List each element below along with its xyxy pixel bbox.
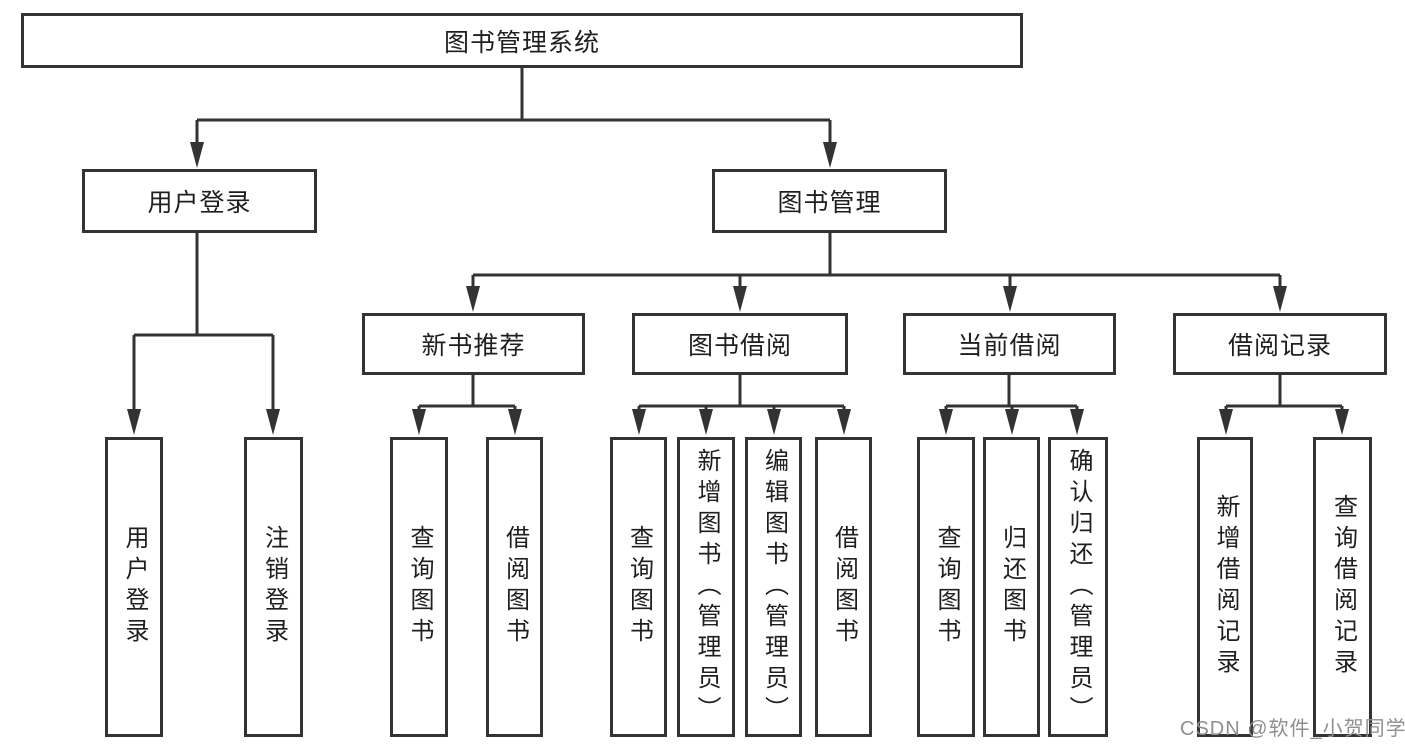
node-root-label: 图书管理系统 — [443, 28, 600, 57]
connector-current-to-children — [944, 375, 1079, 412]
arrow-down-icon — [939, 409, 953, 435]
node-user-login-module: 用户登录 — [82, 169, 317, 233]
arrow-down-icon — [767, 409, 781, 435]
arrow-down-icon — [1335, 409, 1349, 435]
vnode-borrow-books-recommend: 借阅图书 — [486, 437, 543, 737]
node-label: 图书管理 — [777, 189, 882, 217]
vnode-label: 查询图书 — [406, 525, 433, 649]
vnode-add-borrow-record: 新增借阅记录 — [1197, 437, 1253, 737]
node-book-borrowing: 图书借阅 — [632, 313, 848, 375]
arrow-down-icon — [699, 409, 713, 435]
vnode-label: 借阅图书 — [830, 525, 858, 649]
node-new-book-recommend: 新书推荐 — [362, 313, 585, 375]
vnode-label: 用户登录 — [121, 525, 148, 649]
arrow-down-icon — [1005, 409, 1019, 435]
arrow-down-icon — [823, 142, 837, 168]
vnode-label: 查询图书 — [933, 525, 960, 649]
arrow-down-icon — [266, 409, 280, 435]
node-current-borrowing: 当前借阅 — [903, 313, 1116, 375]
vnode-search-borrow-record: 查询借阅记录 — [1313, 437, 1372, 737]
arrow-down-icon — [632, 409, 646, 435]
node-label: 当前借阅 — [957, 332, 1062, 360]
watermark: CSDN @软件_小贺同学 — [1180, 718, 1405, 740]
vnode-label: 借阅图书 — [501, 525, 529, 649]
arrow-down-icon — [1219, 409, 1233, 435]
vnode-label: 确认归还（管理员） — [1065, 447, 1092, 727]
vnode-label: 归还图书 — [998, 525, 1026, 649]
node-label: 新书推荐 — [421, 332, 526, 360]
arrow-down-icon — [508, 409, 522, 435]
node-root-system: 图书管理系统 — [21, 13, 1023, 68]
vnode-add-books-admin: 新增图书（管理员） — [677, 437, 735, 737]
arrow-down-icon — [466, 286, 480, 312]
vnode-search-books-current: 查询图书 — [917, 437, 975, 737]
vnode-label: 编辑图书（管理员） — [760, 447, 788, 727]
vnode-label: 注销登录 — [260, 525, 288, 649]
node-label: 图书借阅 — [687, 332, 792, 360]
arrow-down-icon — [412, 409, 426, 435]
connector-root-to-level2 — [195, 68, 832, 145]
vnode-edit-books-admin: 编辑图书（管理员） — [745, 437, 802, 737]
arrow-down-icon — [1070, 409, 1084, 435]
node-label: 借阅记录 — [1227, 332, 1332, 360]
arrow-down-icon — [127, 409, 141, 435]
vnode-search-books-recommend: 查询图书 — [390, 437, 448, 737]
arrow-down-icon — [733, 286, 747, 312]
arrow-down-icon — [837, 409, 851, 435]
vnode-label: 新增图书（管理员） — [693, 447, 720, 727]
arrow-down-icon — [1273, 286, 1287, 312]
vnode-label: 查询图书 — [625, 525, 653, 649]
connector-borrowing-to-children — [637, 375, 846, 412]
vnode-return-books: 归还图书 — [983, 437, 1040, 737]
node-label: 用户登录 — [147, 189, 252, 217]
node-borrowing-records: 借阅记录 — [1173, 313, 1387, 375]
connector-userlogin-to-children — [132, 233, 275, 412]
connector-newbook-to-children — [417, 375, 517, 412]
vnode-label: 查询借阅记录 — [1329, 494, 1357, 680]
vnode-confirm-return-admin: 确认归还（管理员） — [1048, 437, 1108, 737]
connector-records-to-children — [1224, 375, 1344, 412]
vnode-logout: 注销登录 — [244, 437, 303, 737]
arrow-down-icon — [190, 142, 204, 168]
node-book-management-module: 图书管理 — [712, 169, 947, 233]
connector-bookmgmt-to-level3 — [471, 233, 1282, 289]
vnode-user-login: 用户登录 — [105, 437, 163, 737]
arrow-down-icon — [1003, 286, 1017, 312]
vnode-borrow-books: 借阅图书 — [815, 437, 872, 737]
vnode-label: 新增借阅记录 — [1212, 494, 1239, 680]
vnode-search-books-borrowing: 查询图书 — [610, 437, 667, 737]
